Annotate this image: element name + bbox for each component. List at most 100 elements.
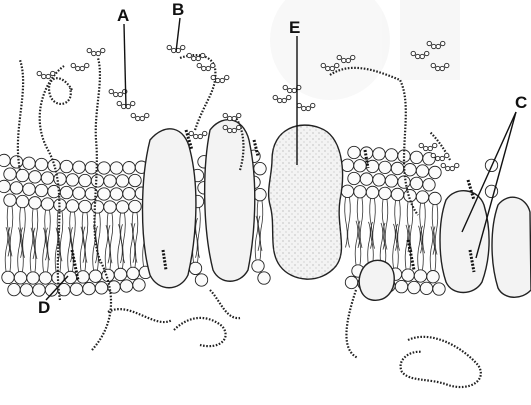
- sugar-unit: [42, 74, 46, 78]
- lipid-tail: [10, 206, 13, 256]
- phospholipid-head: [16, 195, 28, 207]
- phospholipid-head: [366, 186, 378, 198]
- label-e: E: [289, 18, 300, 37]
- phospholipid-head: [410, 177, 422, 189]
- lipid-tail: [35, 209, 38, 259]
- phospholipid-head: [429, 166, 441, 178]
- phospholipid-head: [345, 276, 357, 288]
- phospholipid-head: [14, 272, 26, 284]
- phospholipid-head: [120, 280, 132, 292]
- phospholipid-head: [23, 183, 35, 195]
- phospholipid-head: [39, 272, 51, 284]
- sugar-unit: [228, 116, 232, 120]
- phospholipid-head: [360, 173, 372, 185]
- sugar-unit: [342, 58, 346, 62]
- sugar-unit: [131, 101, 135, 105]
- sugar-unit: [455, 163, 459, 167]
- lipid-tail: [405, 225, 408, 269]
- sugar-unit: [51, 71, 55, 75]
- phospholipid-head: [354, 186, 366, 198]
- sugar-unit: [292, 88, 296, 92]
- protein-c-2: [492, 197, 531, 297]
- phospholipid-head: [395, 280, 407, 292]
- lipid-tail: [5, 227, 8, 271]
- sugar-unit: [440, 66, 444, 70]
- sugar-unit: [87, 48, 91, 52]
- phospholipid-head: [254, 162, 266, 174]
- protein-left: [143, 129, 196, 288]
- phospholipid-head: [385, 149, 397, 161]
- sugar-unit: [351, 55, 355, 59]
- sugar-unit: [302, 106, 306, 110]
- sugar-unit: [427, 41, 431, 45]
- sugar-unit: [321, 63, 325, 67]
- phospholipid-head: [433, 283, 445, 295]
- sugar-unit: [288, 88, 292, 92]
- sugar-unit: [114, 92, 118, 96]
- sugar-unit: [167, 45, 171, 49]
- sugar-unit: [445, 153, 449, 157]
- sugar-unit: [278, 98, 282, 102]
- sugar-unit: [37, 71, 41, 75]
- lipid-tail: [360, 198, 363, 248]
- lipid-tail: [118, 224, 121, 268]
- sugar-unit: [145, 113, 149, 117]
- lipid-tail: [130, 223, 133, 267]
- phospholipid-head: [10, 182, 22, 194]
- sugar-unit: [446, 166, 450, 170]
- sugar-unit: [440, 156, 444, 160]
- lipid-tail: [418, 226, 421, 270]
- sugar-unit: [203, 131, 207, 135]
- phospholipid-head: [129, 200, 141, 212]
- phospholipid-head: [341, 159, 353, 171]
- phospholipid-head: [416, 165, 428, 177]
- sugar-unit: [187, 53, 191, 57]
- phospholipid-head: [391, 188, 403, 200]
- sugar-unit: [85, 63, 89, 67]
- sugar-unit: [337, 55, 341, 59]
- lipid-tail: [373, 199, 376, 249]
- phospholipid-head: [16, 169, 28, 181]
- phospholipid-head: [89, 270, 101, 282]
- phospholipid-head: [98, 188, 110, 200]
- phospholipid-head: [133, 279, 145, 291]
- phospholipid-head: [341, 185, 353, 197]
- phospholipid-head: [348, 146, 360, 158]
- sugar-unit: [206, 66, 210, 70]
- phospholipid-head: [29, 197, 41, 209]
- label-d: D: [38, 298, 50, 317]
- sugar-unit: [223, 113, 227, 117]
- lipid-tail: [423, 203, 426, 253]
- sugar-unit: [96, 51, 100, 55]
- phospholipid-head: [79, 200, 91, 212]
- lipid-tail: [345, 197, 348, 247]
- phospholipid-head: [116, 175, 128, 187]
- phospholipid-head: [60, 186, 72, 198]
- phospholipid-head: [23, 157, 35, 169]
- sugar-unit: [109, 89, 113, 93]
- phospholipid-head: [10, 156, 22, 168]
- lipid-tail: [80, 227, 83, 271]
- phospholipid-head: [254, 188, 266, 200]
- label-a: A: [117, 6, 129, 25]
- phospholipid-head: [33, 284, 45, 296]
- phospholipid-head: [102, 269, 114, 281]
- phospholipid-head: [114, 268, 126, 280]
- sugar-unit: [192, 56, 196, 60]
- sugar-unit: [194, 134, 198, 138]
- phospholipid-head: [104, 201, 116, 213]
- leader-b: [176, 18, 180, 52]
- sugar-unit: [225, 75, 229, 79]
- sugar-unit: [326, 66, 330, 70]
- sugar-unit: [92, 51, 96, 55]
- phospholipid-head: [4, 168, 16, 180]
- protein-e-stipple: [269, 125, 343, 279]
- sugar-unit: [189, 131, 193, 135]
- sugar-unit: [71, 63, 75, 67]
- phospholipid-head: [404, 163, 416, 175]
- leader-a: [124, 24, 126, 108]
- phospholipid-head: [429, 192, 441, 204]
- sugar-unit: [330, 66, 334, 70]
- phospholipid-head: [98, 162, 110, 174]
